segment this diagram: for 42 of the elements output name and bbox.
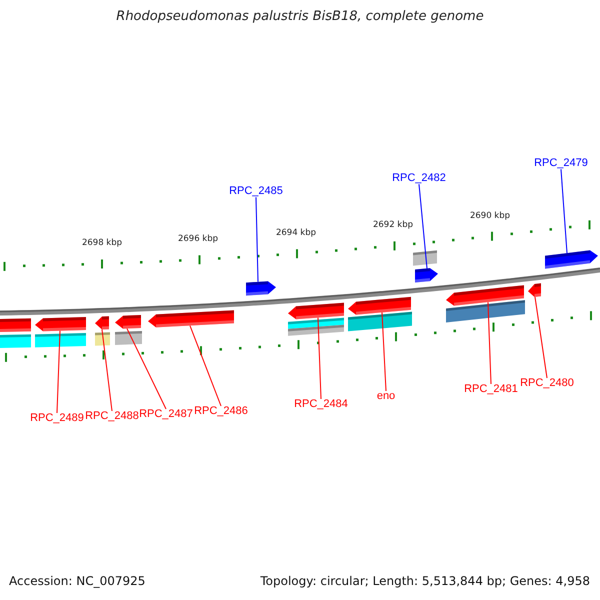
gene-label: eno xyxy=(376,390,396,404)
gene-label: RPC_2487 xyxy=(139,408,193,422)
gene-label: RPC_2481 xyxy=(464,383,518,396)
gene-feature xyxy=(528,283,541,297)
leader-line xyxy=(488,302,492,384)
gene-feature xyxy=(35,317,86,332)
leader-line xyxy=(418,184,428,269)
gene-feature xyxy=(545,250,598,269)
tick-label: 2690 kbp xyxy=(470,211,510,222)
gene-label: RPC_2486 xyxy=(194,405,248,418)
gene-feature xyxy=(446,285,524,306)
gene-label: RPC_2485 xyxy=(229,185,283,198)
diagram-title: Rhodopseudomonas palustris BisB18, complete genome xyxy=(116,9,484,25)
leader-line xyxy=(56,330,60,414)
leader-line xyxy=(126,328,166,410)
gene-label: RPC_2488 xyxy=(85,410,139,424)
tick-label: 2698 kbp xyxy=(82,238,122,248)
gene-feature xyxy=(148,310,234,328)
gene-label: RPC_2479 xyxy=(534,157,588,170)
gene-feature xyxy=(246,281,276,296)
gene-label: RPC_2480 xyxy=(520,377,574,390)
leader-line xyxy=(534,296,548,378)
leader-line xyxy=(190,325,222,406)
leader-line xyxy=(318,317,322,400)
gene-feature xyxy=(115,315,141,329)
leader-line xyxy=(102,329,112,412)
tick-label: 2696 kbp xyxy=(178,234,218,244)
gene-feature xyxy=(288,302,344,320)
leader-line xyxy=(560,168,568,254)
leader-line xyxy=(256,196,258,282)
gene-label: RPC_2482 xyxy=(392,172,446,186)
genome-info-text: Topology: circular; Length: 5,513,844 bp; Genes: 4,958 xyxy=(260,574,590,588)
tick-label: 2694 kbp xyxy=(276,228,316,238)
gene-feature xyxy=(95,316,109,330)
leader-line xyxy=(382,312,386,392)
gene-label: RPC_2489 xyxy=(30,412,84,426)
gene-feature xyxy=(415,268,438,282)
gene-label: RPC_2484 xyxy=(294,398,348,412)
gene-feature xyxy=(348,296,411,315)
tick-label: 2692 kbp xyxy=(372,220,414,230)
accession-text: Accession: NC_007925 xyxy=(9,574,146,588)
gene-feature xyxy=(0,318,31,332)
